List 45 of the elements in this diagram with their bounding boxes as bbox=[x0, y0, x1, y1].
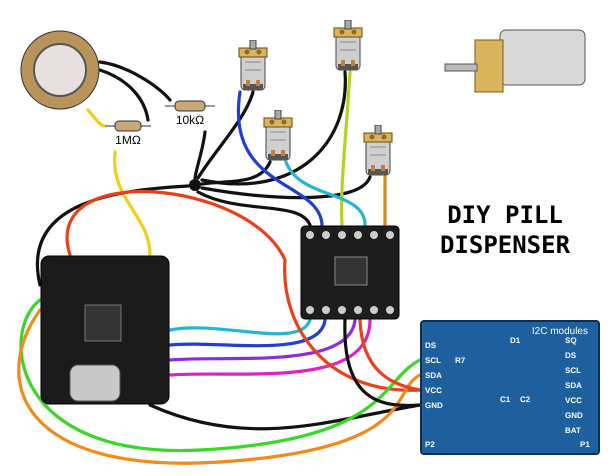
wire bbox=[340, 70, 352, 227]
title: DIY PILL DISPENSER bbox=[438, 200, 572, 260]
pin-label: SCL bbox=[565, 366, 581, 375]
wire bbox=[86, 108, 107, 128]
wire bbox=[196, 90, 255, 180]
pin-label: BAT bbox=[565, 426, 581, 435]
wire bbox=[343, 318, 422, 408]
wire bbox=[168, 318, 372, 377]
pin-label: C1 bbox=[500, 395, 510, 404]
pin-label: P2 bbox=[425, 440, 435, 449]
pin-label: GND bbox=[565, 411, 583, 420]
pin-label: D1 bbox=[510, 336, 520, 345]
resistor-value: 10kΩ bbox=[174, 112, 206, 128]
rtc-module-board bbox=[420, 320, 600, 455]
pin-label: VCC bbox=[565, 396, 582, 405]
wire bbox=[284, 160, 367, 227]
board-heading: I2C modules bbox=[532, 326, 588, 337]
wire bbox=[98, 68, 150, 122]
wire bbox=[36, 184, 190, 287]
wire bbox=[168, 318, 327, 348]
wire bbox=[148, 403, 422, 430]
wire bbox=[200, 160, 272, 186]
pin-label: P1 bbox=[580, 440, 590, 449]
pin-label: SQ bbox=[565, 336, 577, 345]
wire bbox=[236, 90, 324, 227]
resistor-value: 1MΩ bbox=[114, 132, 142, 148]
pin-label: SCL bbox=[425, 356, 441, 365]
wire bbox=[358, 318, 422, 392]
wire bbox=[200, 175, 372, 200]
pin-label: SDA bbox=[565, 381, 582, 390]
wire bbox=[193, 130, 207, 180]
wire bbox=[168, 318, 357, 362]
wire bbox=[168, 318, 312, 336]
wire bbox=[98, 60, 172, 102]
pin-label: R7 bbox=[455, 356, 466, 365]
wire bbox=[383, 175, 387, 227]
wire bbox=[200, 70, 347, 186]
wire bbox=[113, 150, 152, 257]
pin-label: C2 bbox=[520, 395, 530, 404]
pin-label: DS bbox=[425, 341, 436, 350]
pin-label: DS bbox=[565, 351, 576, 360]
wire bbox=[196, 190, 312, 227]
pin-label: VCC bbox=[425, 386, 442, 395]
pin-label: GND bbox=[425, 401, 443, 410]
pin-label: SDA bbox=[425, 371, 442, 380]
